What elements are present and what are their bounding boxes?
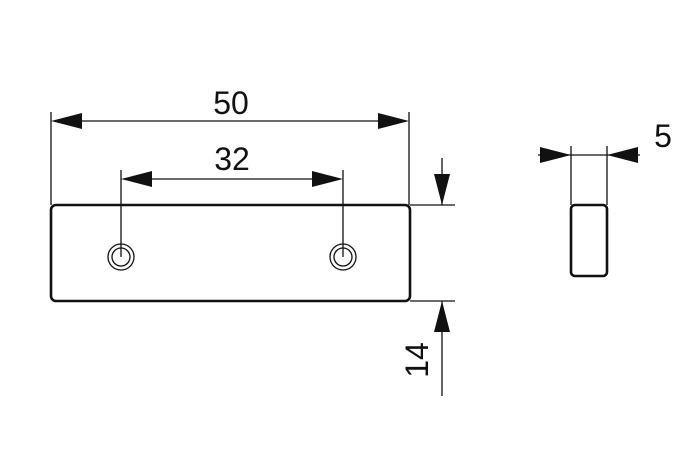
- arrowhead-up: [434, 301, 450, 332]
- arrowhead-right: [540, 147, 571, 163]
- arrowhead-left: [121, 171, 152, 187]
- arrowhead-left: [607, 147, 638, 163]
- dimension-overall-length: 50: [50, 85, 410, 205]
- front-view: [49, 203, 412, 303]
- dimension-height: 14: [399, 158, 455, 396]
- dimension-label-5: 5: [654, 118, 672, 154]
- arrowhead-left: [51, 113, 82, 129]
- arrowhead-right: [312, 171, 343, 187]
- arrowhead-right: [378, 113, 409, 129]
- part-outline-side: [569, 203, 609, 278]
- side-view: [569, 203, 609, 278]
- dimension-hole-spacing: 32: [120, 141, 344, 257]
- dimension-label-14: 14: [399, 342, 435, 378]
- dimension-label-50: 50: [213, 85, 249, 121]
- dimension-label-32: 32: [214, 141, 250, 177]
- arrowhead-down: [434, 174, 450, 205]
- part-outline-front: [49, 203, 412, 303]
- dimension-thickness: 5: [538, 118, 672, 205]
